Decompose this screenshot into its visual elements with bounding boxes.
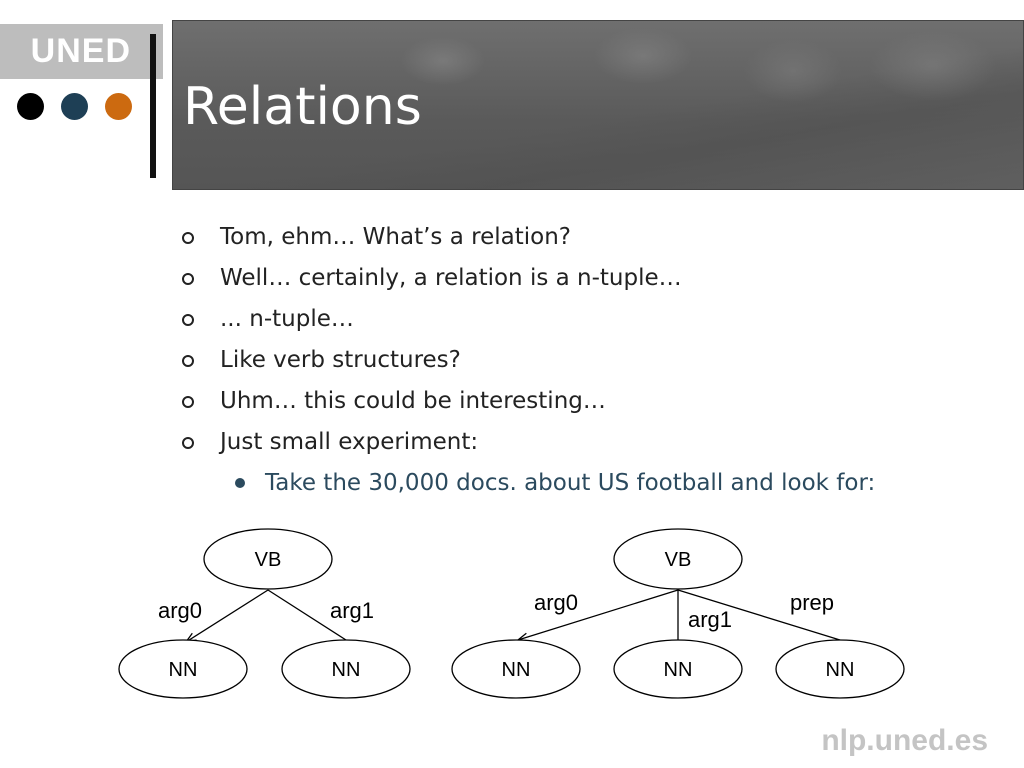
nn-node	[118, 639, 248, 699]
bullet-ring-icon	[182, 437, 194, 449]
bullet-disc-icon	[235, 478, 245, 488]
sub-bullet: Take the 30,000 docs. about US football …	[235, 464, 875, 502]
bullet-ring-icon	[182, 232, 194, 244]
bullet-item: Like verb structures?	[182, 341, 682, 382]
orange-dot	[105, 93, 132, 120]
nn-label: NN	[826, 659, 855, 681]
nn-node	[281, 639, 411, 699]
edge-label-arg0: arg0	[158, 598, 202, 623]
bullet-ring-icon	[182, 273, 194, 285]
bullet-ring-icon	[182, 314, 194, 326]
nn-label: NN	[169, 659, 198, 681]
left-tree: VB NN NN arg0 arg1	[118, 528, 411, 699]
nn-node	[613, 639, 743, 699]
nn-node	[775, 639, 905, 699]
uned-logo: UNED	[0, 24, 163, 79]
vb-node	[203, 528, 333, 590]
bullet-text: ... n-tuple…	[220, 306, 354, 332]
vb-label: VB	[255, 549, 282, 571]
bullet-item: ... n-tuple…	[182, 300, 682, 341]
bullet-text: Tom, ehm… What’s a relation?	[220, 224, 571, 250]
edge-label-arg1: arg1	[688, 607, 732, 632]
footer-url: nlp.uned.es	[821, 724, 988, 757]
edge-label-arg1: arg1	[330, 598, 374, 623]
edge-label-prep: prep	[790, 590, 834, 615]
black-dot	[17, 93, 44, 120]
banner-photo	[173, 21, 1023, 189]
title-banner: Relations	[172, 20, 1024, 190]
vb-node	[613, 528, 743, 590]
bullet-item: Uhm… this could be interesting…	[182, 382, 682, 423]
dependency-diagrams: VB NN NN arg0 arg1 VB NN NN NN arg0 arg1…	[118, 528, 905, 699]
bullet-text: Well… certainly, a relation is a n-tuple…	[220, 265, 682, 291]
blue-dot	[61, 93, 88, 120]
bullet-item: Well… certainly, a relation is a n-tuple…	[182, 259, 682, 300]
slide-title: Relations	[183, 77, 422, 137]
nn-label: NN	[664, 659, 693, 681]
edge-arg0	[186, 589, 269, 642]
bullet-text: Like verb structures?	[220, 347, 461, 373]
edge-prep	[677, 589, 841, 641]
edge-label-arg0: arg0	[534, 590, 578, 615]
nn-label: NN	[332, 659, 361, 681]
edge-arg1	[267, 589, 347, 641]
bullet-ring-icon	[182, 396, 194, 408]
bullet-text: Uhm… this could be interesting…	[220, 388, 606, 414]
bullet-item: Just small experiment:	[182, 423, 682, 464]
bullet-item: Tom, ehm… What’s a relation?	[182, 218, 682, 259]
edge-arg0	[518, 589, 679, 640]
bullet-list: Tom, ehm… What’s a relation? Well… certa…	[182, 218, 682, 464]
nn-label: NN	[502, 659, 531, 681]
brand-dots	[17, 93, 137, 123]
bullet-text: Just small experiment:	[220, 429, 479, 455]
bullet-ring-icon	[182, 355, 194, 367]
sub-bullet-text: Take the 30,000 docs. about US football …	[265, 470, 876, 496]
vb-label: VB	[665, 549, 692, 571]
divider-bar	[150, 34, 156, 178]
right-tree: VB NN NN NN arg0 arg1 prep	[451, 528, 905, 699]
nn-node	[451, 639, 581, 699]
